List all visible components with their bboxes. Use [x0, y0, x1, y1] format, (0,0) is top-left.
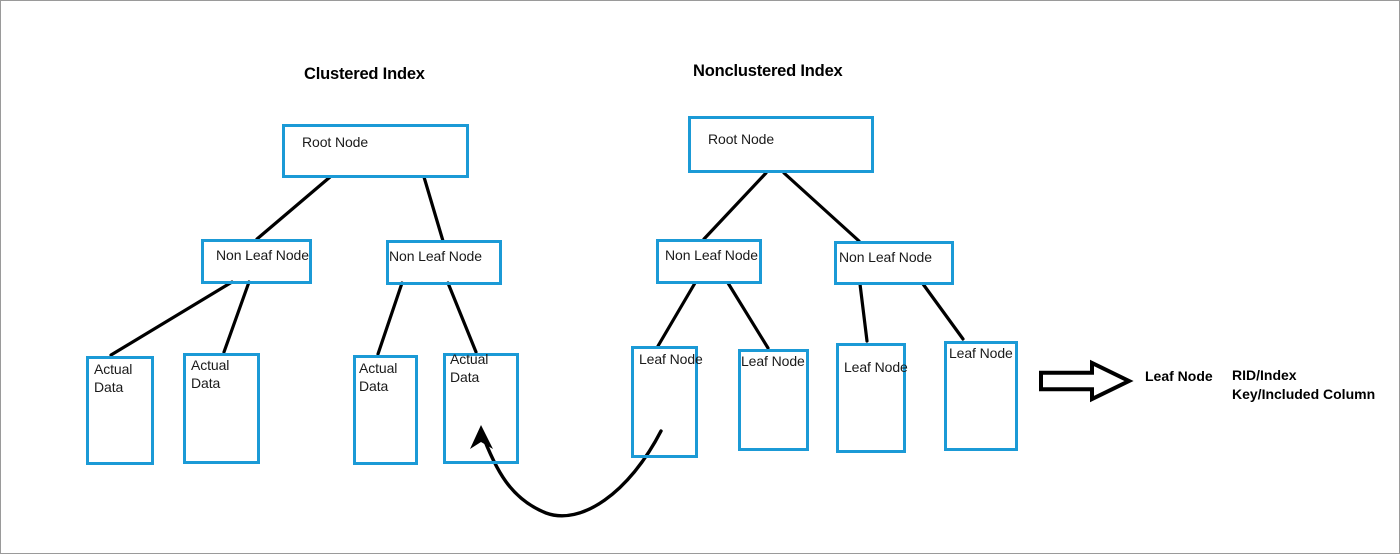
node-box-nonclustered-leaf-1[interactable] — [631, 346, 698, 458]
right-arrow-icon — [1039, 359, 1134, 403]
node-label-nonclustered-leaf-3: Leaf Node — [844, 359, 908, 375]
node-label-clustered-root: Root Node — [302, 134, 369, 150]
edge-cl-root-to-nonleaf-1 — [255, 175, 332, 241]
edge-nc-root-to-nonleaf-2 — [782, 171, 861, 243]
node-box-clustered-data-4[interactable] — [443, 353, 519, 464]
node-label-nonclustered-leaf-4: Leaf Node — [949, 345, 1013, 361]
edge-nc-root-to-nonleaf-1 — [702, 171, 768, 241]
edge-cl-nonleaf1-to-data-2 — [222, 280, 251, 354]
node-box-clustered-root[interactable] — [282, 124, 469, 178]
edge-cl-nonleaf1-to-data-1 — [109, 280, 234, 357]
node-label-nonclustered-root: Root Node — [708, 131, 775, 147]
node-box-nonclustered-nonleaf-2[interactable] — [834, 241, 954, 285]
edge-nc-nonleaf2-to-leaf-3 — [858, 282, 869, 343]
node-box-clustered-data-3[interactable] — [353, 355, 418, 465]
legend-leaf-node: Leaf Node — [1145, 368, 1213, 384]
section-title-clustered: Clustered Index — [304, 65, 425, 83]
edge-cl-nonleaf2-to-data-4 — [446, 281, 478, 354]
node-label-nonclustered-leaf-1: Leaf Node — [639, 351, 703, 367]
node-box-nonclustered-leaf-3[interactable] — [836, 343, 906, 453]
node-label-clustered-data-4: Actual Data — [450, 351, 489, 385]
edge-nc-nonleaf2-to-leaf-4 — [921, 282, 965, 341]
edge-cl-nonleaf2-to-data-3 — [376, 281, 404, 356]
node-label-clustered-nonleaf-1: Non Leaf Node — [216, 247, 309, 263]
section-title-nonclustered: Nonclustered Index — [693, 62, 843, 80]
edge-cl-root-to-nonleaf-2 — [422, 175, 445, 243]
legend-key-included: Key/Included Column — [1232, 386, 1376, 402]
legend-rid-index: RID/Index — [1232, 367, 1297, 383]
node-label-nonclustered-leaf-2: Leaf Node — [741, 353, 805, 369]
node-label-nonclustered-nonleaf-1: Non Leaf Node — [665, 247, 758, 263]
edge-nc-nonleaf1-to-leaf-2 — [726, 281, 770, 350]
edge-nc-nonleaf1-to-leaf-1 — [656, 281, 697, 348]
node-label-nonclustered-nonleaf-2: Non Leaf Node — [839, 249, 932, 265]
node-label-clustered-data-1: Actual Data — [94, 361, 133, 395]
node-label-clustered-data-2: Actual Data — [191, 357, 230, 391]
node-label-clustered-nonleaf-2: Non Leaf Node — [389, 248, 482, 264]
node-box-nonclustered-leaf-2[interactable] — [738, 349, 809, 451]
node-box-clustered-nonleaf-1[interactable] — [201, 239, 312, 284]
node-box-nonclustered-root[interactable] — [688, 116, 874, 173]
node-box-nonclustered-leaf-4[interactable] — [944, 341, 1018, 451]
node-box-clustered-nonleaf-2[interactable] — [386, 240, 502, 285]
node-box-nonclustered-nonleaf-1[interactable] — [656, 239, 762, 284]
right-arrow-icon-shape — [1039, 359, 1134, 403]
node-label-clustered-data-3: Actual Data — [359, 360, 398, 394]
node-box-clustered-data-2[interactable] — [183, 353, 260, 464]
node-box-clustered-data-1[interactable] — [86, 356, 154, 465]
